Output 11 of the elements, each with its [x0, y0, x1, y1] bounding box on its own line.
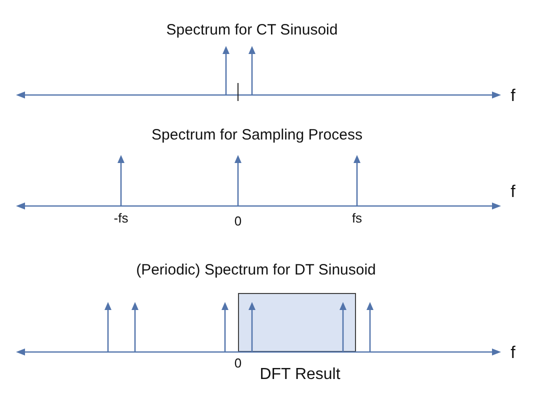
tick-label: -fs [114, 212, 128, 226]
axis-label: f [510, 343, 516, 363]
plot-title: (Periodic) Spectrum for DT Sinusoid [136, 261, 376, 279]
region-label: DFT Result [260, 366, 340, 384]
tick-label: 0 [234, 214, 242, 230]
plot-title: Spectrum for Sampling Process [152, 126, 362, 144]
axis-label: f [510, 182, 516, 202]
axis-label: f [510, 86, 516, 106]
plot-title: Spectrum for CT Sinusoid [166, 21, 338, 39]
tick-label: fs [352, 212, 362, 226]
tick-label: 0 [234, 356, 242, 372]
